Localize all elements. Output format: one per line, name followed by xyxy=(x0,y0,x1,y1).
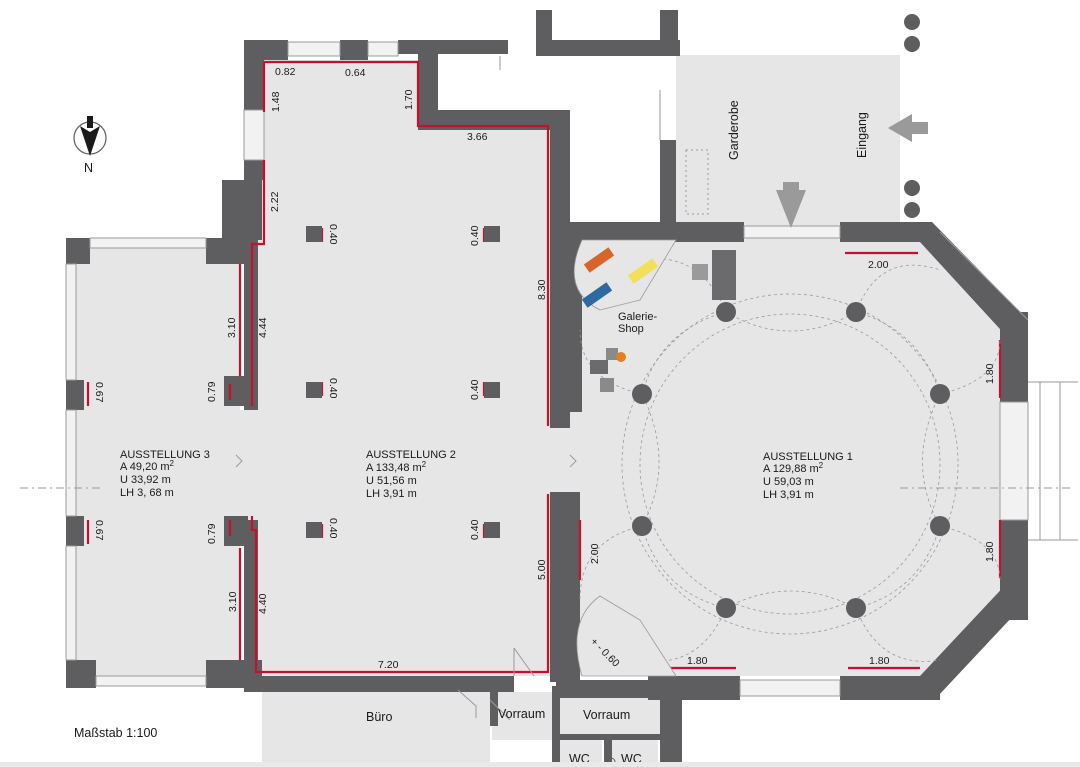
room-2-perimeter: U 51,56 m xyxy=(366,475,417,487)
shop-niches xyxy=(573,149,736,677)
dim-text: 1.80 xyxy=(984,541,996,562)
eingang-label: Eingang xyxy=(855,112,869,158)
dim-text: 0.40 xyxy=(327,518,339,539)
dim-text: 8.30 xyxy=(536,279,548,300)
dim-text: 3.10 xyxy=(227,591,239,612)
dim-text: 7.20 xyxy=(378,659,399,671)
room-3-height: LH 3, 68 m xyxy=(120,487,174,499)
dim-text: 1.70 xyxy=(403,89,415,110)
room-1-perimeter: U 59,03 m xyxy=(763,476,814,488)
north-label: N xyxy=(84,161,93,175)
shop-yellow-bench xyxy=(627,258,659,284)
dimension-lines xyxy=(86,60,1002,674)
shop-desk xyxy=(590,360,608,374)
room-2-height: LH 3,91 m xyxy=(366,488,417,500)
dim-text: 4.44 xyxy=(257,317,269,338)
north-arrow-icon xyxy=(73,116,107,156)
dim-text: 1.80 xyxy=(984,363,996,384)
room-3-perimeter: U 33,92 m xyxy=(120,474,171,486)
dim-text: 0.40 xyxy=(327,378,339,399)
dim-text: 0.40 xyxy=(469,225,481,246)
room-3-area: A 49,20 m2 xyxy=(120,459,175,473)
dim-text: 0.64 xyxy=(345,67,366,79)
galerie-shop-label-2: Shop xyxy=(618,323,644,335)
windows xyxy=(65,41,1078,697)
room-2-name: AUSSTELLUNG 2 xyxy=(366,449,456,461)
dim-text: 0.79 xyxy=(206,523,218,544)
pillars-ausstellung-2 xyxy=(306,226,500,538)
shop-lamp-icon xyxy=(616,352,626,362)
dim-text: 0.67 xyxy=(93,520,105,541)
entrance-arrow-icon xyxy=(888,114,928,142)
vorraum-right-label: Vorraum xyxy=(583,708,630,722)
room-ausstellung-3: AUSSTELLUNG 3 A 49,20 m2 U 33,92 m LH 3,… xyxy=(120,449,210,499)
dim-text: 1.80 xyxy=(687,655,708,667)
ausstellung-1-columns xyxy=(579,258,1001,662)
vorraum-left-label: Vorraum xyxy=(498,707,545,721)
room-ausstellung-1: AUSSTELLUNG 1 A 129,88 m2 U 59,03 m LH 3… xyxy=(763,451,853,501)
shop-counter xyxy=(712,250,736,300)
room-1-height: LH 3,91 m xyxy=(763,489,814,501)
dim-text: 0.67 xyxy=(93,382,105,403)
shop-blue-bench xyxy=(581,282,613,308)
dim-text: 2.00 xyxy=(589,543,601,564)
buero-label: Büro xyxy=(366,710,392,724)
dim-text: 1.80 xyxy=(869,655,890,667)
dim-text: 5.00 xyxy=(536,559,548,580)
room-2-area: A 133,48 m2 xyxy=(366,460,427,474)
room-ausstellung-2: AUSSTELLUNG 2 A 133,48 m2 U 51,56 m LH 3… xyxy=(366,449,456,500)
entrance-down-arrow-icon xyxy=(776,190,806,228)
dim-text: 1.48 xyxy=(270,91,282,112)
garderobe-label: Garderobe xyxy=(727,100,741,160)
bottom-edge xyxy=(0,762,1080,767)
room-1-name: AUSSTELLUNG 1 xyxy=(763,451,853,463)
dim-text: 3.66 xyxy=(467,131,488,143)
room-3-name: AUSSTELLUNG 3 xyxy=(120,449,210,461)
room-1-area: A 129,88 m2 xyxy=(763,461,824,475)
dim-text: 0.40 xyxy=(327,224,339,245)
dim-text: 0.40 xyxy=(469,379,481,400)
galerie-shop-label-1: Galerie- xyxy=(618,311,657,323)
coat-rack xyxy=(685,149,709,215)
dim-text: 2.00 xyxy=(868,259,889,271)
dim-text: 3.10 xyxy=(226,317,238,338)
scale-label: Maßstab 1:100 xyxy=(74,726,157,740)
dim-text: 0.82 xyxy=(275,66,296,78)
dim-text: 0.79 xyxy=(206,381,218,402)
shop-orange-bench xyxy=(583,247,615,273)
dim-text: 0.40 xyxy=(469,519,481,540)
dim-text: 4.40 xyxy=(257,593,269,614)
dimension-texts: 0.82 0.64 1.48 1.70 3.66 2.22 8.30 4.44 … xyxy=(93,66,996,671)
dim-text: 2.22 xyxy=(269,191,281,212)
